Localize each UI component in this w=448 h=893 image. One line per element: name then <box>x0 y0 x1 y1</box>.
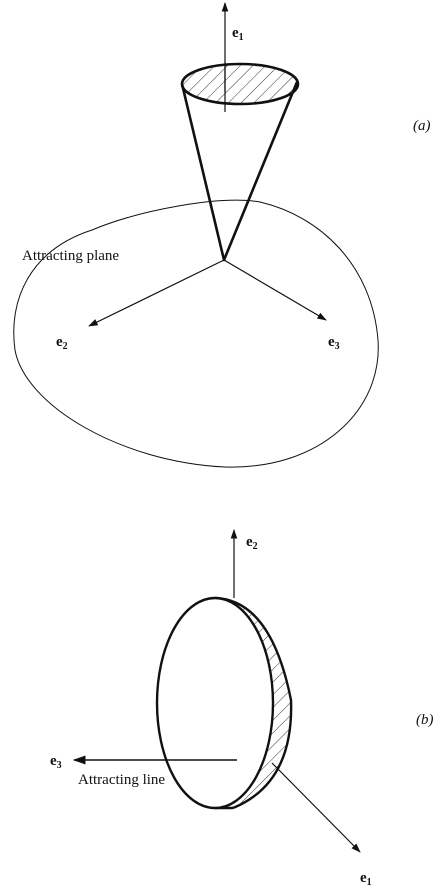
attracting-line-label: Attracting line <box>78 772 165 788</box>
e2-label-a: e2 <box>56 334 68 352</box>
disc-rim-band <box>215 598 292 808</box>
e3-axis-arrow <box>223 259 327 321</box>
e1-axis-arrow-b <box>271 762 361 853</box>
e3-label-b: e3 <box>50 753 62 771</box>
panel-b-label: (b) <box>416 712 434 728</box>
e3-label-a: e3 <box>328 334 340 352</box>
cone-body <box>180 81 299 262</box>
e2-label-b: e2 <box>246 534 258 552</box>
disc-rim-outer-edge <box>214 596 293 810</box>
panel-b: e2 e3 Attracting line e1 (b) <box>50 529 434 888</box>
disc-face <box>155 596 275 810</box>
e1-label-b: e1 <box>360 870 372 888</box>
attracting-plane-label: Attracting plane <box>22 248 119 264</box>
e2-axis-arrow <box>88 259 225 327</box>
cone-cap <box>180 62 300 106</box>
panel-a-label: (a) <box>413 118 431 134</box>
e1-label-a: e1 <box>232 25 244 43</box>
attracting-plane-outline <box>13 199 379 468</box>
panel-a: e1 e2 e3 Attracting plane (a) <box>13 2 431 468</box>
